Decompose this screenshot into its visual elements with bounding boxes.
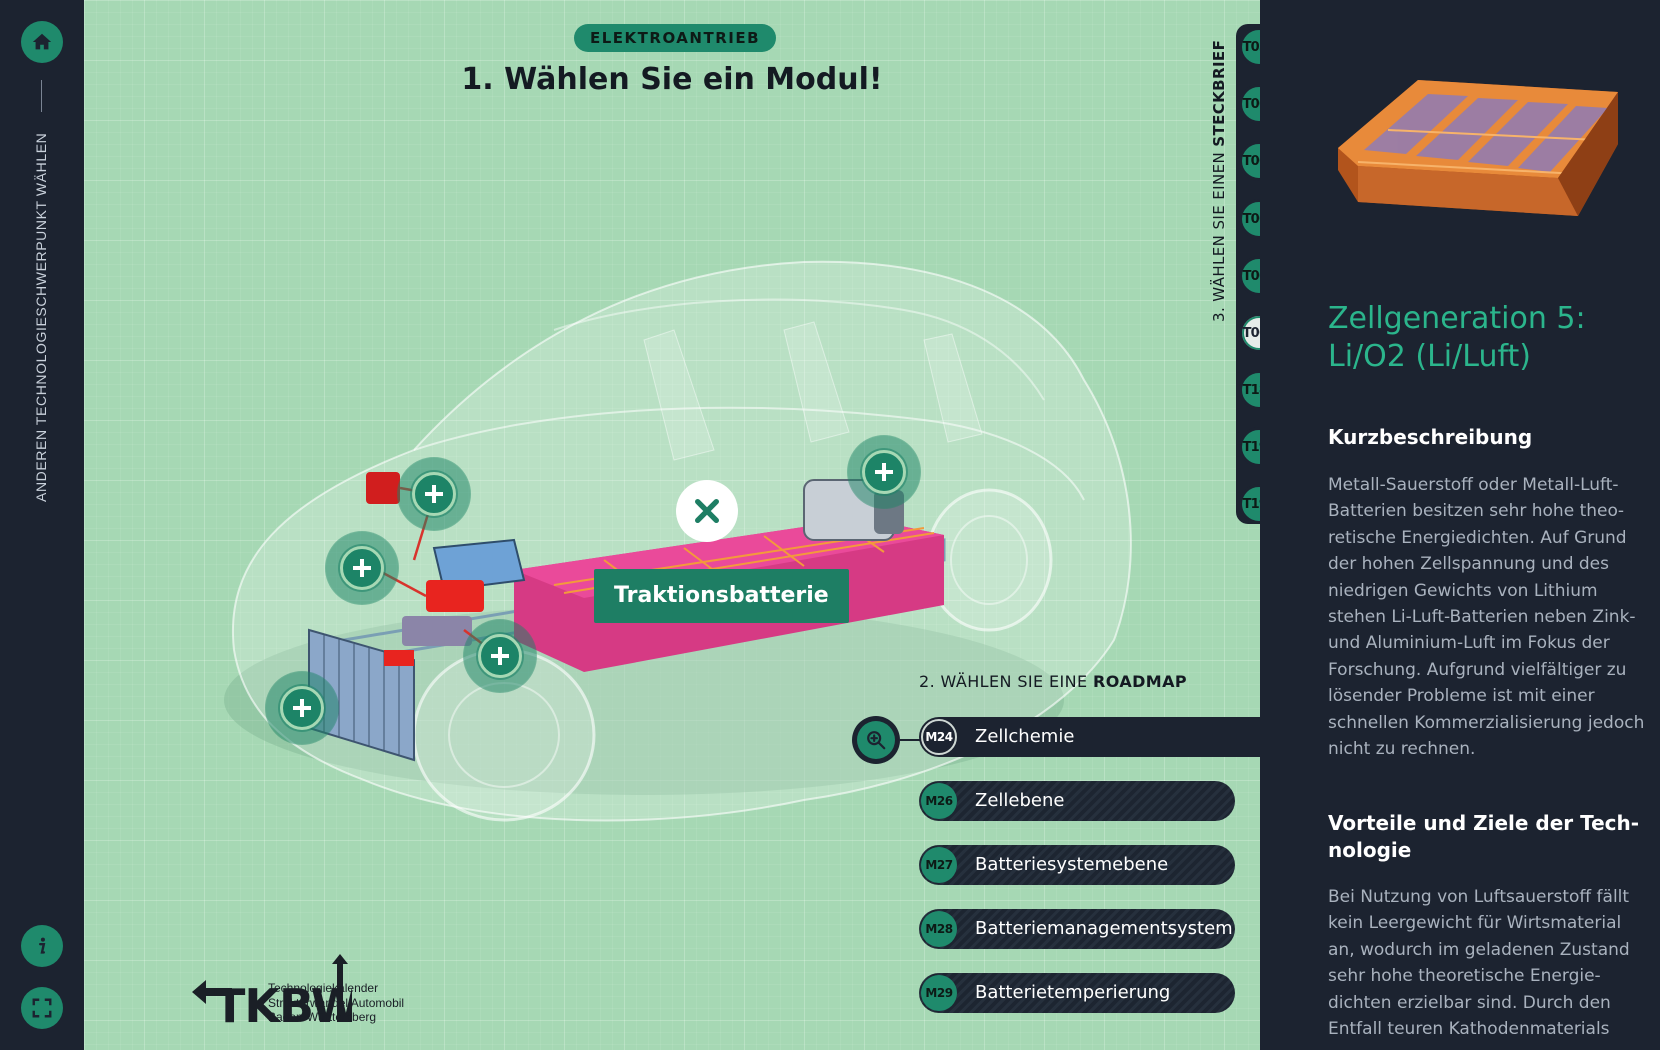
plus-icon — [875, 463, 893, 481]
battery-pack-lines — [1357, 129, 1599, 175]
close-icon — [695, 499, 719, 523]
hotspot-front-upper[interactable] — [412, 472, 456, 516]
plus-icon — [353, 559, 371, 577]
hotspot-front-left[interactable] — [340, 546, 384, 590]
car-illustration — [224, 260, 1132, 822]
roadmap-code-badge: M27 — [921, 847, 957, 883]
roadmap-item-label: Batteriemanagementsystem — [975, 918, 1233, 939]
section-text-summary: Metall-Sauerstoff oder Metall-Luft-Batte… — [1328, 475, 1645, 760]
section-text-advantages: Bei Nutzung von Luftsauerstoff fällt kei… — [1328, 887, 1630, 1040]
steckbrief-heading: 3. WÄHLEN SIE EINEN STECKBRIEF — [1210, 40, 1228, 322]
plus-icon — [293, 699, 311, 717]
info-button[interactable] — [21, 925, 63, 967]
front-unit-blue — [432, 538, 526, 592]
roadmap-heading: 2. WÄHLEN SIE EINE ROADMAP — [919, 672, 1187, 691]
hotspot-front-lower[interactable] — [478, 634, 522, 678]
left-rail: ANDEREN TECHNOLOGIESCHWERPUNKT WÄHLEN — [0, 0, 84, 1050]
roadmap-zoom-button[interactable] — [852, 716, 900, 764]
car-beltline — [413, 406, 1085, 501]
rear-wheel — [925, 488, 1053, 632]
module-stage: ELEKTROANTRIEB 1. Wählen Sie ein Modul! — [84, 0, 1260, 1050]
logo-subtitle: Technologiekalender Strukturwandel Autom… — [268, 981, 404, 1025]
roadmap-item-m24[interactable]: M24 Zellchemie — [919, 717, 1260, 757]
rear-wheel-rim — [950, 515, 1028, 605]
tkbw-logo: TKBW — [192, 954, 352, 1026]
roadmap-code-badge: M28 — [921, 911, 957, 947]
deselect-module-button[interactable] — [676, 480, 738, 542]
roadmap-code-badge: M26 — [921, 783, 957, 819]
roadmap-code-badge: M29 — [921, 975, 957, 1011]
change-focus-link[interactable]: ANDEREN TECHNOLOGIESCHWERPUNKT WÄHLEN — [33, 132, 49, 502]
rear-motor-cap — [874, 490, 904, 534]
roadmap-heading-bold: ROADMAP — [1093, 672, 1188, 691]
car-body — [231, 260, 1132, 822]
zoom-in-icon — [867, 731, 886, 750]
battery-pack-image — [1338, 80, 1618, 216]
selected-module-label[interactable]: Traktionsbatterie — [594, 569, 849, 623]
logo-line: Technologiekalender — [268, 981, 379, 995]
roadmap-item-m28[interactable]: M28 Batteriemanagementsystem — [919, 909, 1235, 949]
roadmap-item-label: Batteriesystemebene — [975, 854, 1169, 875]
roadmap-item-label: Zellchemie — [975, 726, 1075, 747]
home-icon — [32, 33, 52, 50]
car-seat — [923, 333, 983, 443]
logo-line: Strukturwandel Automobil — [268, 995, 405, 1010]
fullscreen-icon — [32, 998, 52, 1018]
roadmap-item-label: Zellebene — [975, 790, 1065, 811]
roadmap-code-badge: M24 — [921, 719, 957, 755]
front-unit-red-small — [366, 472, 400, 504]
rail-divider — [41, 80, 42, 112]
hotspot-rear-motor[interactable] — [862, 450, 906, 494]
home-button[interactable] — [21, 21, 63, 63]
logo-line: Baden-Württemberg — [268, 1010, 377, 1024]
car-seat — [783, 321, 850, 443]
zoom-connector — [900, 739, 920, 741]
roadmap-item-label: Batterietemperierung — [975, 982, 1171, 1003]
front-unit-purple — [402, 616, 472, 646]
steckbrief-panel: Zellgeneration 5: Li/O2 (Li/Luft) Kurzbe… — [1260, 0, 1660, 1050]
car-seat — [643, 329, 715, 461]
roadmap-item-m26[interactable]: M26 Zellebene — [919, 781, 1235, 821]
steckbrief-title: Zellgeneration 5: Li/O2 (Li/Luft) — [1328, 301, 1586, 374]
roadmap-item-m29[interactable]: M29 Batterietemperierung — [919, 973, 1235, 1013]
car-roofline — [553, 298, 1045, 401]
radiator-fins — [323, 635, 400, 755]
plus-icon — [491, 647, 509, 665]
logo-wordmark: TKBW — [214, 979, 352, 1026]
section-heading-advantages: Vorteile und Ziele der Tech­nologie — [1328, 811, 1640, 862]
section-heading-summary: Kurzbeschreibung — [1328, 425, 1533, 449]
roadmap-item-m27[interactable]: M27 Batteriesystemebene — [919, 845, 1235, 885]
roadmap-zoom-inner — [857, 721, 895, 759]
plus-icon — [425, 485, 443, 503]
roadmap-heading-prefix: 2. WÄHLEN SIE EINE — [919, 672, 1088, 691]
category-badge: ELEKTROANTRIEB — [574, 24, 777, 52]
front-unit-red — [426, 580, 484, 612]
page-title: 1. Wählen Sie ein Modul! — [461, 62, 883, 97]
hotspot-radiator[interactable] — [280, 686, 324, 730]
steckbrief-heading-bold: STECKBRIEF — [1210, 39, 1228, 147]
steckbrief-heading-prefix: 3. WÄHLEN SIE EINEN — [1210, 151, 1228, 322]
front-wheel-rim — [448, 682, 560, 788]
front-unit-red-tiny — [384, 650, 414, 666]
info-icon — [38, 937, 46, 954]
fullscreen-button[interactable] — [21, 987, 63, 1029]
